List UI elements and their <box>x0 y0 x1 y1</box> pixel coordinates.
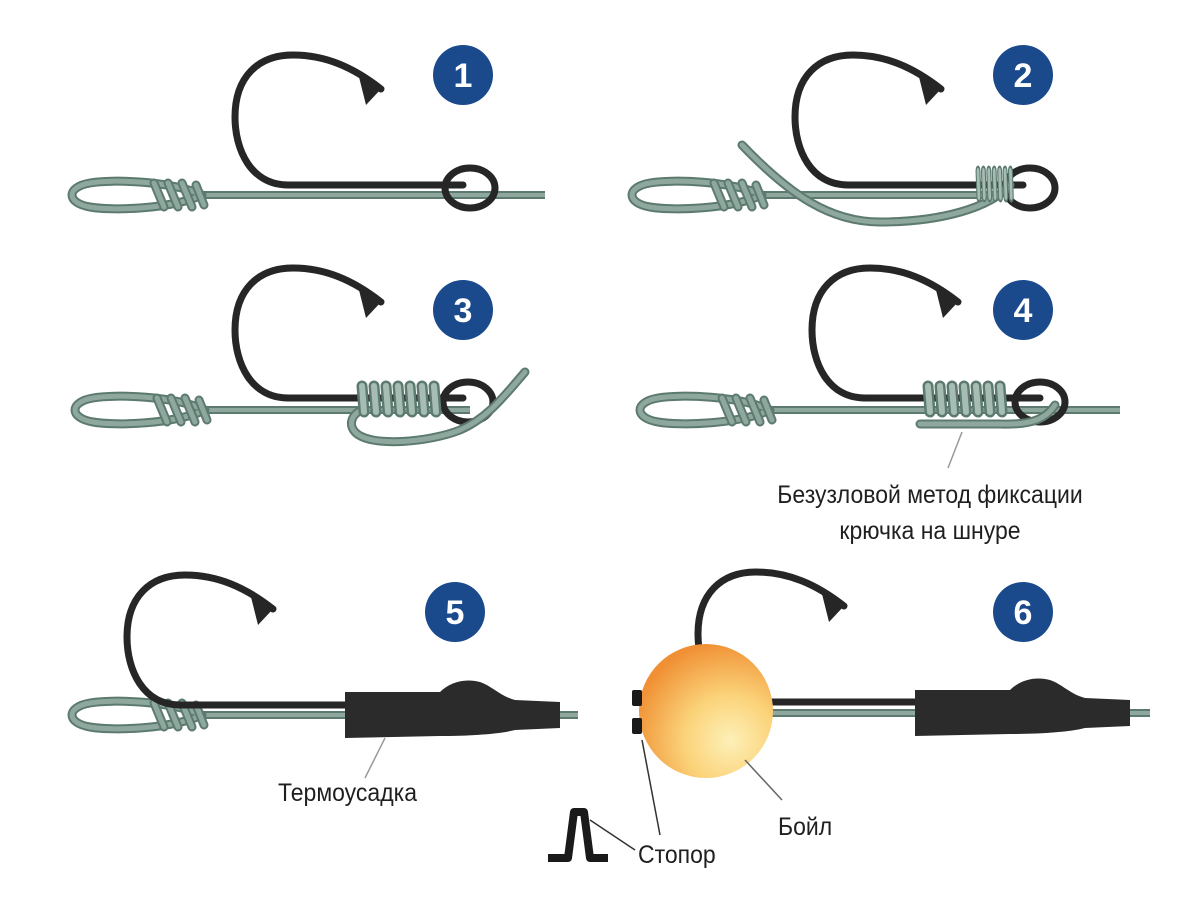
step-number: 2 <box>1014 57 1033 95</box>
step-number: 3 <box>454 292 473 330</box>
line-coils <box>362 386 436 412</box>
hook <box>235 268 463 398</box>
boilie <box>639 644 773 778</box>
step-number: 5 <box>446 594 465 632</box>
knotless-caption-line2: крючка на шнуре <box>839 517 1021 545</box>
hook <box>127 575 355 705</box>
step-4: 4 <box>640 268 1120 469</box>
step-badge: 5 <box>425 582 485 642</box>
knotless-caption-line1: Безузловой метод фиксации <box>777 481 1083 509</box>
step-badge: 1 <box>433 45 493 105</box>
boilie-label: Бойл <box>778 813 833 841</box>
pointer-line <box>744 759 783 801</box>
step-2: 2 <box>632 45 1059 227</box>
step-1: 1 <box>72 45 545 209</box>
step-number: 1 <box>454 57 473 95</box>
step-number: 6 <box>1014 594 1033 632</box>
stopper-icon <box>548 808 608 862</box>
shrink-tube <box>915 678 1130 736</box>
stopper-bead <box>632 718 642 734</box>
pointer-line <box>641 739 661 836</box>
step-badge: 2 <box>993 45 1053 105</box>
hook <box>235 55 463 185</box>
loop-knot <box>72 181 204 209</box>
shrink-tube-label: Термоусадка <box>278 779 418 807</box>
line-coils <box>928 386 1002 412</box>
pointer-line <box>947 431 963 469</box>
step-badge: 6 <box>993 582 1053 642</box>
step-badge: 3 <box>433 280 493 340</box>
stopper-bead <box>632 690 642 706</box>
step-3: 3 <box>75 268 530 447</box>
pointer-line <box>364 737 386 779</box>
pointer-line <box>589 819 636 851</box>
step-badge: 4 <box>993 280 1053 340</box>
hook <box>795 55 1023 185</box>
step-6: 6 <box>548 572 1150 862</box>
stopper-label: Стопор <box>638 841 716 869</box>
step-number: 4 <box>1014 292 1033 330</box>
shrink-tube <box>345 680 560 738</box>
hook-eye <box>441 164 499 212</box>
step-5: 5 <box>72 575 578 779</box>
